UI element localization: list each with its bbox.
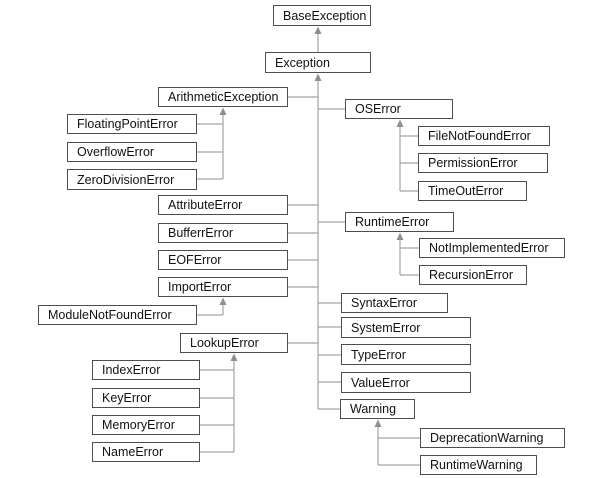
arrowhead-exception: [314, 73, 322, 81]
node-runtime-warning: RuntimeWarning: [420, 455, 537, 475]
node-module-not-found-error: ModuleNotFoundError: [38, 305, 197, 325]
arrowhead-importerror: [219, 297, 227, 305]
edges-runtimeerror-children: [399, 239, 419, 276]
node-runtime-error: RuntimeError: [345, 212, 454, 232]
node-timeout-error: TimeOutError: [418, 181, 527, 201]
node-os-error: OSError: [345, 99, 453, 119]
edges-warning-children: [377, 426, 420, 466]
node-exception: Exception: [265, 52, 371, 73]
node-index-error: IndexError: [92, 360, 200, 380]
node-key-error: KeyError: [92, 388, 200, 408]
node-memory-error: MemoryError: [92, 415, 200, 435]
arrowhead-arithmeticexception: [219, 107, 227, 115]
node-deprecation-warning: DeprecationWarning: [420, 428, 565, 448]
edge-modulenotfounderror-to-importerror: [197, 304, 224, 316]
node-system-error: SystemError: [341, 317, 471, 338]
node-recursion-error: RecursionError: [419, 265, 527, 285]
node-file-not-found-error: FileNotFoundError: [418, 126, 550, 146]
node-type-error: TypeError: [341, 344, 471, 365]
edges-lookuperror-children: [200, 360, 235, 453]
node-permission-error: PermissionError: [418, 153, 548, 173]
node-lookup-error: LookupError: [180, 333, 288, 353]
node-zero-division-error: ZeroDivisionError: [67, 169, 197, 190]
edges-arithmeticexception-children: [197, 114, 224, 180]
edges-exception-children-trunk: [288, 80, 345, 410]
arrowhead-baseexception: [314, 26, 322, 34]
node-arithmetic-exception: ArithmeticException: [158, 87, 288, 107]
node-base-exception: BaseException: [273, 5, 371, 26]
arrowhead-warning: [374, 419, 382, 427]
arrowhead-oserror: [396, 119, 404, 127]
node-not-implemented-error: NotImplementedError: [419, 238, 565, 258]
arrowhead-runtimeerror: [396, 232, 404, 240]
node-value-error: ValueError: [341, 372, 471, 393]
node-syntax-error: SyntaxError: [341, 293, 448, 313]
node-warning: Warning: [340, 399, 415, 419]
edges-oserror-children: [399, 126, 418, 192]
node-buffer-error: BufferrError: [158, 223, 288, 243]
node-eof-error: EOFError: [158, 250, 288, 270]
arrowhead-lookuperror: [230, 353, 238, 361]
node-floating-point-error: FloatingPointError: [67, 114, 197, 134]
node-overflow-error: OverflowError: [67, 142, 197, 162]
node-attribute-error: AttributeError: [158, 195, 288, 215]
node-name-error: NameError: [92, 442, 200, 462]
node-import-error: ImportError: [158, 277, 288, 297]
